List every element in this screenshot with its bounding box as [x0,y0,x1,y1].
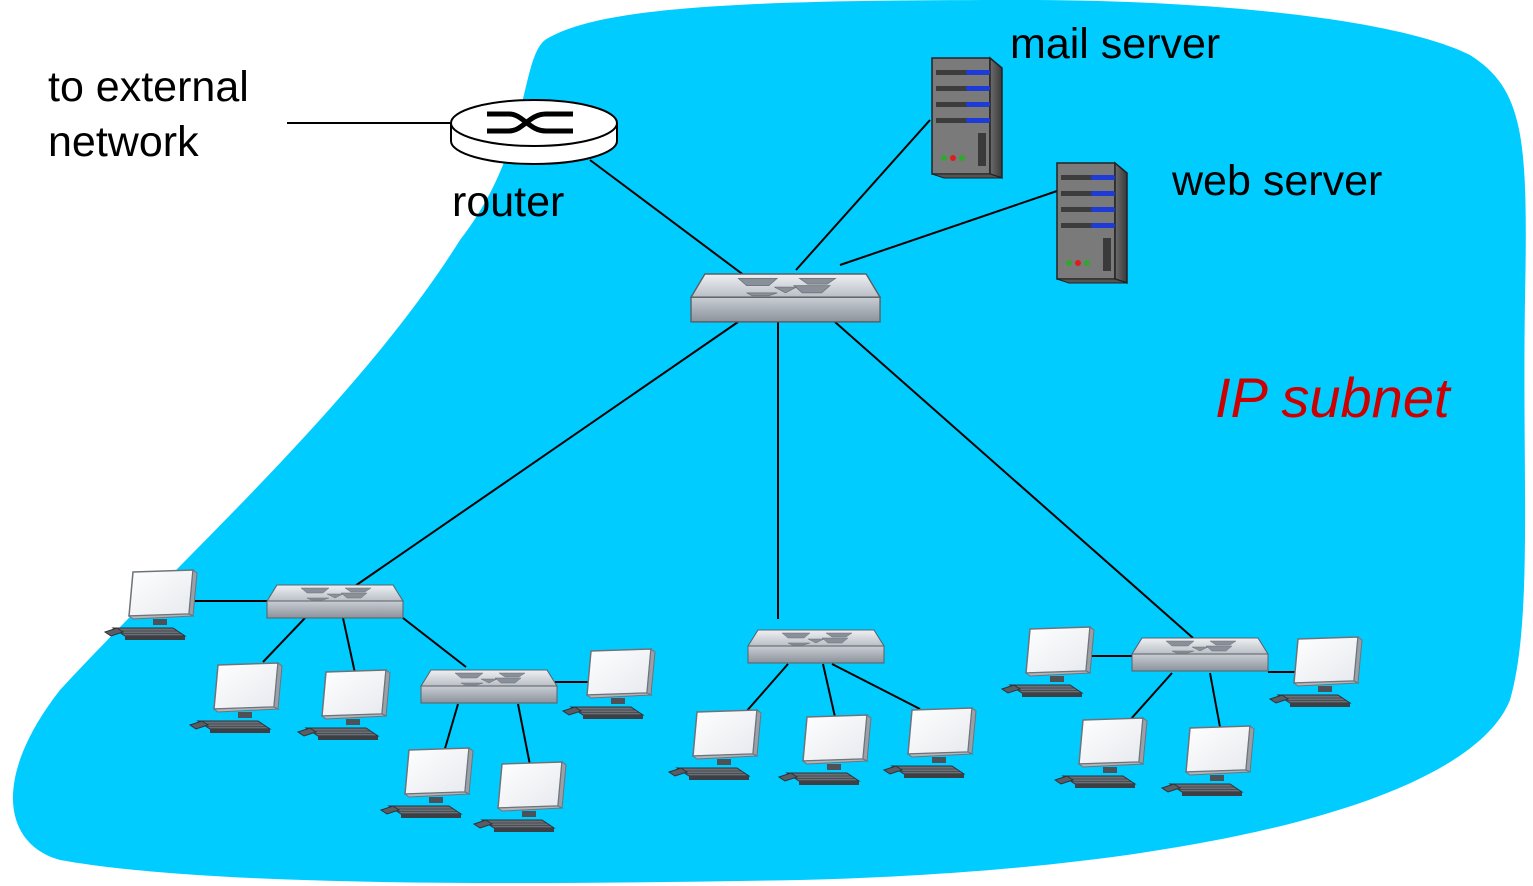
web-server-label: web server [1171,157,1382,205]
link-web-server-switch [839,189,1061,266]
link-mail-server-switch [795,119,931,271]
link-switch-right [834,321,1194,639]
link-switch-left [354,321,739,587]
mail-server-label: mail server [1010,20,1220,68]
switch-icon-middle [747,629,885,664]
web-server-icon [1056,162,1128,284]
switch-icon-left-sub [420,669,558,704]
external-network-label-line2: network [48,118,199,166]
links [188,119,1298,766]
ip-subnet-label: IP subnet [1215,366,1452,429]
switch-icon-core [690,273,881,323]
switch-icon-left [266,584,404,619]
mail-server-icon [931,57,1003,179]
subnet-area [12,0,1526,884]
router-icon [450,99,618,165]
switch-icon-right [1131,637,1269,672]
external-network-label-line1: to external [48,63,249,111]
router-label: router [452,178,564,226]
link-router-switch [589,159,746,277]
